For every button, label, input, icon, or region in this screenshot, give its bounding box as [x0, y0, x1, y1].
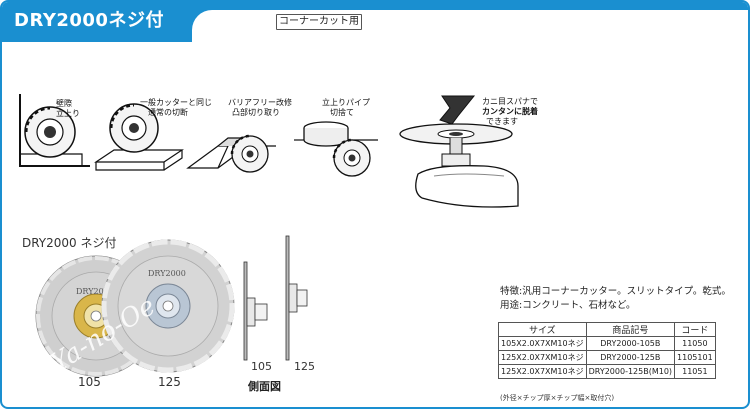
side-size-label-125: 125 — [294, 360, 315, 373]
spec-cell-size: 105X2.0X7XM10ネジ — [498, 336, 587, 351]
usage-label-spanner-line3: できます — [486, 117, 518, 126]
usage-line: 用途:コンクリート、石材など。 — [500, 300, 636, 311]
spec-table-header-row: サイズ 商品記号 コード — [498, 322, 716, 337]
table-row: 125X2.0X7XM10ネジ DRY2000-125B 1105101 — [498, 350, 716, 365]
watermark-signature: Ya-no-Oe — [46, 291, 161, 379]
normal-cut-usage-illustration — [94, 103, 184, 171]
side-view-label: 側面図 — [248, 380, 281, 393]
spec-cell-code: 11051 — [674, 364, 716, 379]
blade-125-engraving: DRY2000 — [148, 269, 186, 278]
spec-header-size: サイズ — [498, 322, 587, 337]
usage-label-barrier-line2: 凸部切り取り — [232, 108, 280, 117]
table-row: 125X2.0X7XM10ネジ DRY2000-125B(M10) 11051 — [498, 364, 716, 379]
spec-cell-size: 125X2.0X7XM10ネジ — [498, 364, 587, 379]
wall-edge-usage-illustration — [19, 94, 90, 167]
spec-cell-size: 125X2.0X7XM10ネジ — [498, 350, 587, 365]
watermark-text: Ya-no-Oe — [46, 291, 161, 379]
size-label-125: 125 — [158, 375, 181, 389]
spec-cell-product-code: DRY2000-125B — [585, 350, 676, 365]
usage-label-wall-line1: 壁際 — [56, 99, 72, 108]
table-row: 105X2.0X7XM10ネジ DRY2000-105B 11050 — [498, 336, 716, 351]
usage-label-spanner-line1: カニ目スパナで — [482, 97, 538, 106]
size-label-105: 105 — [78, 375, 101, 389]
spec-header-product-code: 商品記号 — [585, 322, 676, 337]
spec-cell-product-code: DRY2000-105B — [585, 336, 676, 351]
side-size-label-105: 105 — [251, 360, 272, 373]
spec-cell-code: 1105101 — [674, 350, 716, 365]
usage-label-barrier-line1: バリアフリー改修 — [228, 98, 292, 107]
usage-label-wall-line2: 立上り — [56, 109, 80, 118]
usage-badge: コーナーカット用 — [276, 14, 362, 30]
usage-label-normal-line2: 通常の切断 — [148, 108, 188, 117]
usage-label-spanner-line2: カンタンに脱着 — [482, 107, 538, 116]
pipe-cut-usage-illustration — [294, 121, 378, 177]
barrier-free-usage-illustration — [186, 134, 276, 173]
usage-label-normal-line1: 一般カッターと同じ — [140, 98, 212, 107]
blade-125-image: DRY2000 — [101, 239, 235, 373]
feature-line: 特徴:汎用コーナーカッター。スリットタイプ。乾式。 — [500, 286, 731, 297]
spec-cell-product-code: DRY2000-125B(M10) — [585, 364, 676, 379]
usage-label-pipe-line1: 立上りパイプ — [322, 98, 370, 107]
side-view-105 — [243, 261, 268, 361]
spec-table-note: (外径×チップ厚×チップ幅×取付穴) — [500, 394, 615, 402]
product-label: DRY2000 ネジ付 — [22, 236, 117, 250]
spec-header-code: コード — [674, 322, 716, 337]
blade-105-engraving: DRY2000 — [76, 287, 114, 296]
grinder-spanner-illustration — [399, 95, 519, 208]
page-title: DRY2000ネジ付 — [14, 10, 164, 31]
usage-label-pipe-line2: 切捨て — [330, 108, 354, 117]
spec-cell-code: 11050 — [674, 336, 716, 351]
spec-table: サイズ 商品記号 コード 105X2.0X7XM10ネジ DRY2000-105… — [498, 322, 716, 379]
side-view-125 — [285, 235, 308, 361]
